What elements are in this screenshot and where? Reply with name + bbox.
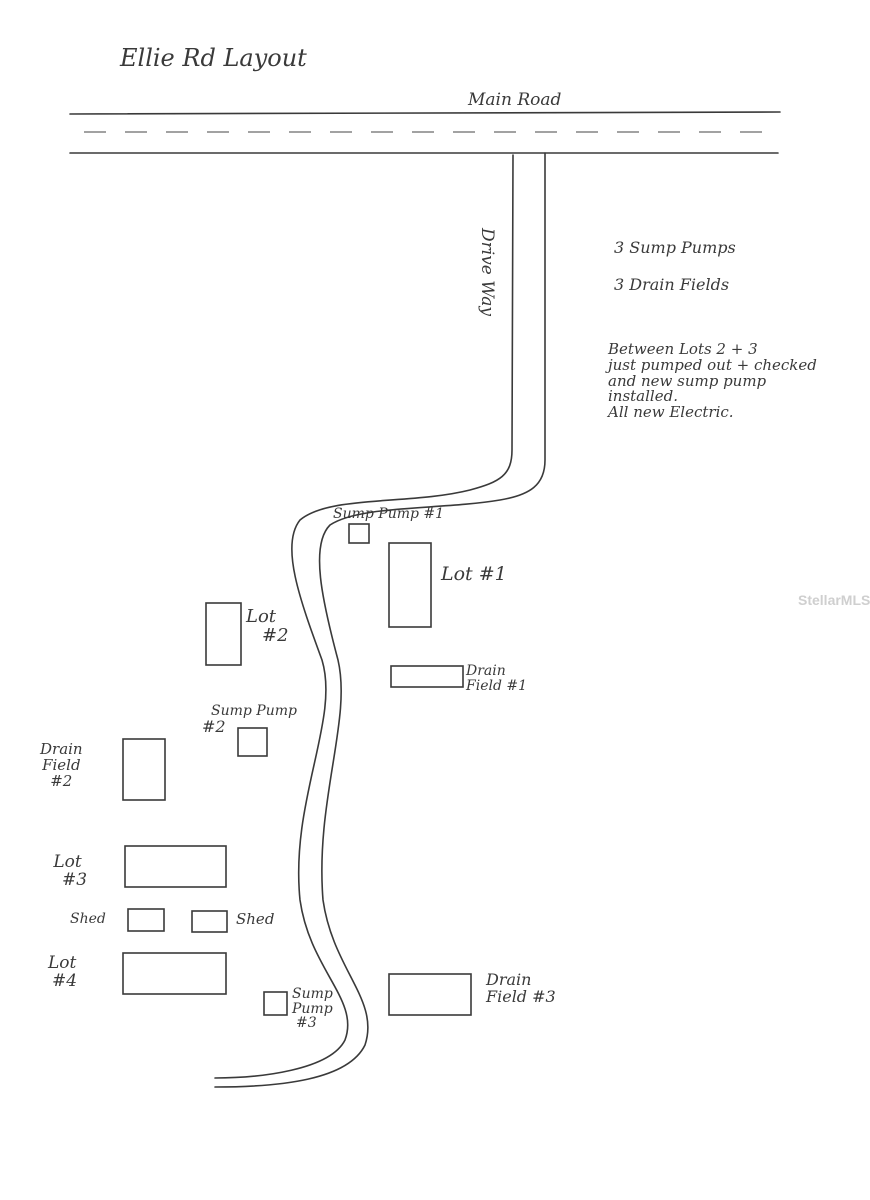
sump-pump-3-line: #3 [296, 1015, 317, 1032]
drain-field-3-label: Drain Field #3 [486, 970, 556, 1006]
sump-pump-3-line: Sump [292, 986, 333, 1002]
note-line: All new Electric. [608, 403, 734, 421]
drain-field-2-line: #2 [50, 771, 73, 790]
drain-field-2-label: Drain Field #2 [40, 740, 83, 790]
drain-field-2-line: Field [42, 755, 81, 774]
sump-pump-1-box [348, 523, 370, 544]
shed-1-box [127, 908, 165, 932]
lot-2-line: Lot [246, 606, 277, 627]
note-line: just pumped out + checked [608, 355, 817, 374]
lot-4-line: #4 [52, 970, 78, 991]
drain-field-1-box [390, 665, 464, 688]
main-road-top-edge [69, 111, 781, 115]
sump-pump-3-box [263, 991, 288, 1016]
drain-field-3-box [388, 973, 472, 1016]
note-line: and new sump pump [608, 371, 767, 390]
shed-1-label: Shed [70, 911, 106, 927]
sump-pump-2-line: Sump Pump [211, 703, 297, 719]
lot-4-line: Lot [48, 953, 77, 973]
notes: Between Lots 2 + 3 just pumped out + che… [608, 340, 817, 421]
lot-2-line: #2 [262, 624, 289, 646]
sump-pump-2-line: #2 [202, 716, 226, 736]
lot-3-box [124, 845, 227, 888]
drain-field-1-line: Field #1 [466, 677, 528, 694]
driveway-east-edge [214, 152, 546, 1088]
drain-field-1-line: Drain [466, 663, 506, 679]
drain-field-3-line: Field #3 [486, 986, 556, 1006]
drain-field-3-line: Drain [486, 970, 532, 989]
lot-2-box [205, 602, 242, 666]
drain-field-2-box [122, 738, 166, 801]
sump-pump-3-line: Pump [292, 1000, 333, 1017]
page-title: Ellie Rd Layout [120, 44, 307, 72]
summary-sump-pumps: 3 Sump Pumps [614, 238, 736, 257]
driveway-label: Drive Way [477, 228, 497, 316]
lot-3-line: #3 [62, 869, 88, 890]
sump-pump-2-label: Sump Pump #2 [202, 704, 297, 735]
lot-1-box [388, 542, 432, 628]
shed-2-label: Shed [236, 910, 275, 928]
shed-2-box [191, 910, 228, 933]
sump-pump-2-box [237, 727, 268, 757]
drain-field-2-line: Drain [40, 740, 83, 758]
main-road-label: Main Road [468, 90, 562, 110]
note-line: Between Lots 2 + 3 [608, 340, 758, 358]
lot-2-label: Lot #2 [246, 606, 289, 646]
lot-3-line: Lot [53, 852, 82, 872]
sump-pump-3-label: Sump Pump #3 [292, 987, 333, 1031]
lot-3-label: Lot #3 [48, 852, 88, 890]
lot-1-label: Lot #1 [441, 563, 507, 585]
drain-field-1-label: Drain Field #1 [466, 664, 527, 693]
summary: 3 Sump Pumps 3 Drain Fields [614, 238, 736, 294]
watermark: StellarMLS [798, 592, 870, 608]
sump-pump-1-label: Sump Pump #1 [333, 506, 445, 522]
lot-4-label: Lot #4 [48, 953, 78, 991]
lot-4-box [122, 952, 227, 995]
summary-drain-fields: 3 Drain Fields [614, 274, 730, 294]
driveway-west-edge [214, 154, 514, 1079]
note-line: installed. [608, 387, 678, 406]
